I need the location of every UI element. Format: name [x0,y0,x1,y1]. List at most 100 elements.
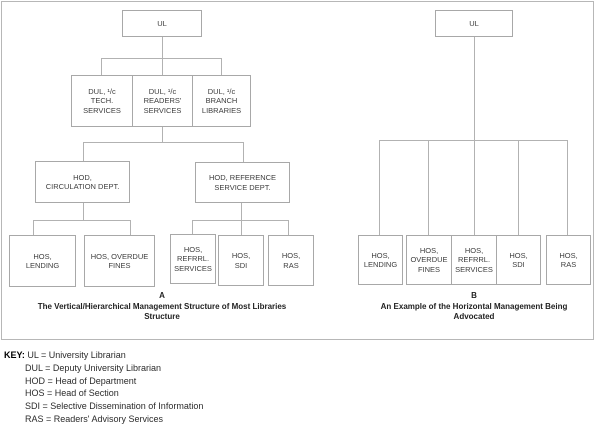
box-label-line: SDI [234,260,248,270]
box-label-line: DUL, ¹/c [207,86,236,96]
org-box-a-dul-readers: DUL, ¹/c READERS' SERVICES [132,75,193,127]
connector-line [33,220,131,221]
box-label-line: REFRRL. [457,255,491,265]
box-label-line: UL [469,18,479,28]
org-box-a-hod-circulation: HOD, CIRCULATION DEPT. [35,161,130,203]
connector-line [379,140,380,235]
org-box-a-hod-reference: HOD, REFERENCE SERVICE DEPT. [195,162,290,203]
connector-line [241,203,242,235]
box-label-line: SERVICE DEPT. [214,182,271,192]
org-box-b-hos-overdue-fines: HOS, OVERDUE FINES [406,235,452,285]
box-label-line: HOS, [183,244,203,254]
box-label-line: HOS, [281,251,301,260]
connector-line [192,220,193,234]
box-label-line: HOS, [464,245,484,255]
key-entry: HOS = Head of Section [4,387,203,400]
box-label-line: RAS [560,260,577,269]
connector-line [567,140,568,235]
box-label-line: HOS, [371,250,390,260]
org-box-a-hos-lending: HOS, LENDING [9,235,76,287]
key-entry-text: HOD = Head of Department [25,375,137,386]
box-label-line: HOD, [73,172,92,182]
box-label-line: BRANCH [205,96,238,106]
key-entry: KEY: UL = University Librarian [4,349,203,362]
caption-text-line: Structure [144,312,180,321]
connector-line [162,127,163,142]
connector-line [83,203,84,220]
box-label-line: HOS, [419,245,439,255]
org-box-b-hos-referral-services: HOS, REFRRL. SERVICES [451,235,497,285]
connector-line [428,140,429,235]
box-label-line: SERVICES [143,105,182,115]
connector-line [83,142,84,161]
connector-line [474,37,475,140]
connector-line [101,58,102,75]
box-label-line: OVERDUE [410,255,448,265]
box-label-line: SDI [512,260,525,269]
caption-diagram-a: A The Vertical/Hierarchical Management S… [12,291,312,322]
key-entry: SDI = Selective Dissemination of Informa… [4,400,203,413]
org-box-a-hos-overdue-fines: HOS, OVERDUE FINES [84,235,155,287]
connector-line [379,140,568,141]
org-box-a-dul-branch: DUL, ¹/c BRANCH LIBRARIES [192,75,251,127]
key-entry-text: SDI = Selective Dissemination of Informa… [25,401,204,412]
connector-line [83,142,244,143]
connector-line [192,220,289,221]
box-label-line: UL [157,18,167,28]
box-label-line: SERVICES [455,264,493,274]
caption-letter: B [471,291,477,300]
org-box-a-dul-tech: DUL, ¹/c TECH. SERVICES [71,75,133,127]
box-label-line: SERVICES [174,263,212,273]
caption-letter: A [159,291,165,300]
key-entry-text: UL = University Librarian [27,350,126,360]
box-label-line: READERS' [143,96,182,106]
key-entry-text: DUL = Deputy University Librarian [25,362,161,373]
box-label-line: HOS, [231,251,251,260]
org-box-a-hos-referral-services: HOS, REFRRL. SERVICES [170,234,216,284]
key-entry: DUL = Deputy University Librarian [4,362,203,375]
box-label-line: HOS, OVERDUE [90,251,149,261]
org-box-b-hos-ras: HOS, RAS [546,235,591,285]
box-label-line: HOS, [559,250,578,260]
connector-line [130,220,131,235]
box-label-line: HOD, REFERENCE [208,173,277,182]
legend-key: KEY: UL = University Librarian DUL = Dep… [4,349,203,426]
box-label-line: SERVICES [83,105,121,115]
box-label-line: LENDING [363,260,398,269]
box-label-line: DUL, ¹/c [148,86,177,96]
connector-line [518,140,519,235]
connector-line [474,140,475,235]
box-label-line: HOS, [509,250,528,260]
key-entry-text: RAS = Readers' Advisory Services [25,413,164,424]
box-label-line: CIRCULATION DEPT. [45,182,120,191]
box-label-line: RAS [283,260,299,270]
box-label-line: LIBRARIES [201,105,242,115]
box-label-line: DUL, ¹/c [88,86,116,96]
org-box-b-hos-lending: HOS, LENDING [358,235,403,285]
org-box-a-hos-sdi: HOS, SDI [218,235,264,286]
box-label-line: REFRRL. [176,254,210,264]
connector-line [33,220,34,235]
box-label-line: HOS, [33,251,52,261]
key-heading: KEY: [4,350,25,360]
connector-line [101,58,222,59]
connector-line [221,58,222,75]
org-box-a-hos-ras: HOS, RAS [268,235,314,286]
caption-text-line: Advocated [453,312,495,321]
box-label-line: LENDING [25,261,60,270]
caption-text-line: An Example of the Horizontal Management … [380,302,568,311]
box-label-line: TECH. [90,96,114,106]
key-entry-text: HOS = Head of Section [25,388,119,399]
key-entry: HOD = Head of Department [4,375,203,388]
connector-line [162,37,163,75]
caption-text-line: The Vertical/Hierarchical Management Str… [37,302,287,311]
caption-diagram-b: B An Example of the Horizontal Managemen… [374,291,574,322]
connector-line [243,142,244,162]
connector-line [288,220,289,235]
org-box-b-ul: UL [435,10,513,37]
org-box-b-hos-sdi: HOS, SDI [496,235,541,285]
box-label-line: FINES [417,264,441,274]
key-entry: RAS = Readers' Advisory Services [4,413,203,426]
box-label-line: FINES [108,261,131,270]
